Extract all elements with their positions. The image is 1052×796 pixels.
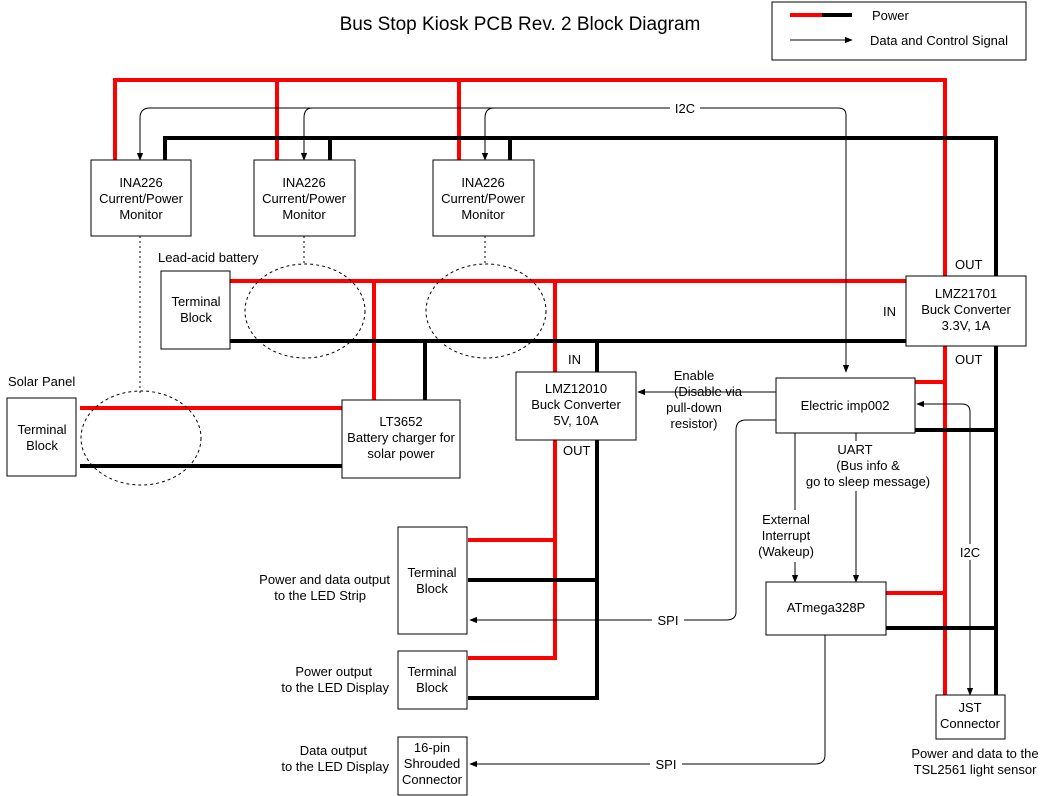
- svg-text:Interrupt: Interrupt: [762, 528, 811, 543]
- svg-text:Power and data to the: Power and data to the: [911, 746, 1038, 761]
- signal-lines: [136, 100, 974, 768]
- svg-text:Block: Block: [180, 310, 212, 325]
- svg-text:Monitor: Monitor: [282, 207, 326, 222]
- led-strip-terminal-block: Terminal Block: [397, 526, 468, 635]
- svg-text:Buck Converter: Buck Converter: [531, 397, 621, 412]
- enable-label: Enable (Disable via pull-down resistor): [666, 368, 743, 431]
- ina226-monitor-3: INA226 Current/Power Monitor: [432, 159, 535, 237]
- svg-text:solar power: solar power: [367, 446, 435, 461]
- lead-acid-label: Lead-acid battery: [158, 250, 259, 265]
- svg-text:resistor): resistor): [671, 416, 718, 431]
- svg-text:to the LED Display: to the LED Display: [281, 680, 389, 695]
- svg-text:Current/Power: Current/Power: [441, 191, 525, 206]
- lmz21701-in: IN: [883, 304, 896, 319]
- svg-text:Connector: Connector: [940, 716, 1001, 731]
- svg-text:Terminal: Terminal: [171, 294, 220, 309]
- svg-text:Current/Power: Current/Power: [262, 191, 346, 206]
- svg-text:(Bus info &: (Bus info &: [836, 458, 900, 473]
- svg-text:Power output: Power output: [295, 664, 372, 679]
- spi-display-label: SPI: [656, 757, 677, 772]
- svg-text:LMZ12010: LMZ12010: [545, 381, 607, 396]
- svg-text:Terminal: Terminal: [17, 422, 66, 437]
- svg-text:Battery charger for: Battery charger for: [347, 430, 455, 445]
- uart-label: UART (Bus info & go to sleep message): [806, 442, 930, 489]
- lmz21701-out-bottom: OUT: [955, 352, 983, 367]
- i2c-bus-label: I2C: [675, 101, 695, 116]
- svg-text:Current/Power: Current/Power: [99, 191, 183, 206]
- solar-panel-label: Solar Panel: [8, 374, 75, 389]
- led-display-data-label: Data output to the LED Display: [281, 743, 389, 774]
- ina226-monitor-1: INA226 Current/Power Monitor: [90, 159, 192, 237]
- svg-text:Terminal: Terminal: [407, 664, 456, 679]
- lmz12010-buck: LMZ12010 Buck Converter 5V, 10A: [515, 371, 637, 441]
- electric-imp002: Electric imp002: [775, 377, 916, 434]
- shunt-ellipse-3: [425, 263, 547, 359]
- lmz12010-out: OUT: [563, 443, 591, 458]
- led-strip-output-label: Power and data output to the LED Strip: [259, 572, 390, 603]
- svg-text:Block: Block: [26, 438, 58, 453]
- svg-text:Shrouded: Shrouded: [404, 756, 460, 771]
- svg-text:UART: UART: [837, 442, 872, 457]
- svg-text:LMZ21701: LMZ21701: [935, 286, 997, 301]
- light-sensor-label: Power and data to the TSL2561 light sens…: [911, 746, 1038, 777]
- svg-text:Electric imp002: Electric imp002: [801, 398, 890, 413]
- shrouded-connector: 16-pin Shrouded Connector: [397, 736, 468, 796]
- legend-signal-label: Data and Control Signal: [870, 33, 1008, 48]
- svg-text:pull-down: pull-down: [666, 400, 722, 415]
- legend-power-label: Power: [872, 8, 910, 23]
- shunt-ellipse-2: [244, 263, 366, 359]
- svg-text:External: External: [762, 512, 810, 527]
- jst-connector: JST Connector: [935, 694, 1006, 740]
- svg-text:ATmega328P: ATmega328P: [787, 600, 866, 615]
- svg-text:5V, 10A: 5V, 10A: [553, 413, 598, 428]
- svg-text:Buck Converter: Buck Converter: [921, 302, 1011, 317]
- svg-text:Monitor: Monitor: [461, 207, 505, 222]
- svg-text:TSL2561 light sensor: TSL2561 light sensor: [914, 762, 1038, 777]
- solar-terminal-block: Terminal Block: [6, 397, 77, 477]
- svg-text:go to sleep message): go to sleep message): [806, 474, 930, 489]
- svg-text:(Disable via: (Disable via: [674, 384, 743, 399]
- svg-text:to the LED Display: to the LED Display: [281, 759, 389, 774]
- svg-text:Monitor: Monitor: [119, 207, 163, 222]
- svg-text:3.3V, 1A: 3.3V, 1A: [942, 318, 991, 333]
- svg-text:Connector: Connector: [402, 772, 463, 787]
- svg-text:INA226: INA226: [119, 175, 162, 190]
- svg-text:Terminal: Terminal: [407, 565, 456, 580]
- lt3652-charger: LT3652 Battery charger for solar power: [341, 399, 461, 479]
- lmz12010-in: IN: [568, 352, 581, 367]
- svg-text:INA226: INA226: [461, 175, 504, 190]
- external-interrupt-label: External Interrupt (Wakeup): [758, 512, 814, 559]
- svg-text:Enable: Enable: [674, 368, 714, 383]
- lmz21701-buck: LMZ21701 Buck Converter 3.3V, 1A: [905, 275, 1027, 347]
- led-display-terminal-block: Terminal Block: [397, 650, 468, 710]
- svg-text:to the LED Strip: to the LED Strip: [274, 588, 366, 603]
- svg-text:(Wakeup): (Wakeup): [758, 544, 814, 559]
- atmega328p: ATmega328P: [765, 581, 887, 636]
- svg-text:16-pin: 16-pin: [414, 740, 450, 755]
- svg-text:INA226: INA226: [282, 175, 325, 190]
- svg-text:Block: Block: [416, 581, 448, 596]
- svg-text:JST: JST: [958, 700, 981, 715]
- svg-text:Power and data output: Power and data output: [259, 572, 390, 587]
- diagram-title: Bus Stop Kiosk PCB Rev. 2 Block Diagram: [340, 14, 701, 35]
- shunt-ellipse-1: [80, 390, 202, 486]
- svg-text:Block: Block: [416, 680, 448, 695]
- spi-strip-label: SPI: [658, 613, 679, 628]
- svg-text:LT3652: LT3652: [379, 414, 422, 429]
- i2c-sensor-label: I2C: [960, 545, 980, 560]
- svg-text:Data output: Data output: [300, 743, 368, 758]
- ina226-monitor-2: INA226 Current/Power Monitor: [253, 159, 356, 237]
- led-display-power-label: Power output to the LED Display: [281, 664, 389, 695]
- legend: Power Data and Control Signal: [771, 1, 1027, 61]
- lmz21701-out-top: OUT: [955, 257, 983, 272]
- battery-terminal-block: Terminal Block: [160, 270, 231, 350]
